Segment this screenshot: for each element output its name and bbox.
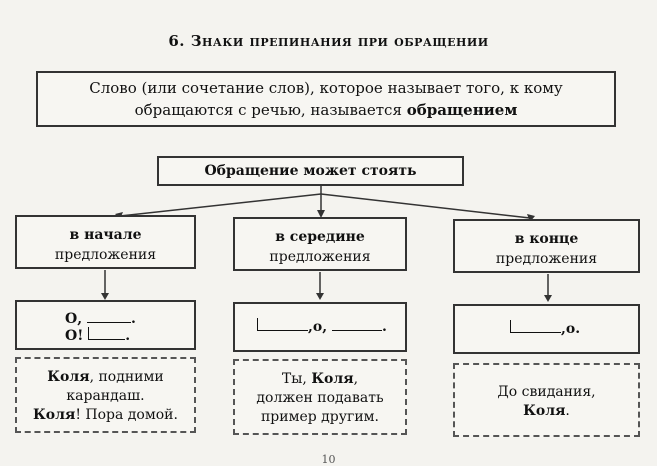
pattern-middle-line: ,о, . — [257, 318, 405, 335]
example-middle-line-1: Ты, Коля, — [235, 370, 405, 389]
example-end-box: До свидания, Коля. — [453, 363, 640, 437]
example-start-box: Коля, подними карандаш. Коля! Пора домой… — [15, 357, 196, 433]
pattern-end-box: ,о. — [453, 304, 640, 354]
definition-line-2: обращаются с речью, называется обращение… — [38, 99, 614, 121]
example-middle-line-3: пример другим. — [260, 409, 380, 425]
blank-corner — [257, 318, 308, 331]
example-name: Коля — [33, 407, 76, 423]
example-text: , — [353, 371, 359, 387]
example-text: Ты, — [281, 371, 312, 387]
position-end-key: в конце — [514, 231, 579, 247]
page-number: 10 — [321, 453, 336, 466]
blank-corner — [88, 327, 126, 340]
pattern-start-line-1: О, . — [65, 310, 194, 327]
example-middle-line-2: должен подавать — [256, 390, 384, 406]
pattern-middle-suffix: . — [381, 319, 387, 335]
example-text: ! Пора домой. — [75, 407, 178, 423]
example-name: Коля — [523, 403, 566, 419]
example-text: . — [565, 403, 570, 419]
position-end-box: в конце предложения — [453, 219, 640, 273]
blank-corner — [510, 320, 561, 333]
definition-box: Слово (или сочетание слов), которое назы… — [36, 71, 616, 127]
pattern-start-line-2: О! . — [65, 327, 194, 344]
position-start-rest: предложения — [54, 247, 157, 263]
pattern-middle-box: ,о, . — [233, 302, 407, 352]
position-start-box: в начале предложения — [15, 215, 196, 269]
example-end-line-1: До свидания, — [497, 384, 596, 400]
example-name: Коля — [311, 371, 354, 387]
example-name: Коля — [47, 369, 90, 385]
example-start-line-1: Коля, подними — [17, 368, 194, 387]
pattern-start-suffix-1: . — [130, 311, 136, 327]
position-middle-box: в середине предложения — [233, 217, 407, 271]
pattern-end-suffix: ,о. — [561, 321, 581, 337]
example-text: , подними — [89, 369, 164, 385]
pattern-start-prefix-1: О, — [65, 311, 83, 327]
blank-line — [331, 318, 382, 331]
pattern-middle-mid: ,о, — [308, 319, 328, 335]
example-end-line-2: Коля. — [455, 402, 638, 421]
position-middle-key: в середине — [275, 229, 365, 245]
pattern-start-prefix-2: О! — [65, 328, 84, 344]
root-box: Обращение может стоять — [157, 156, 464, 186]
blank-line — [86, 310, 131, 323]
pattern-start-box: О, . О! . — [15, 300, 196, 350]
pattern-end-line: ,о. — [510, 320, 638, 337]
example-start-line-3: Коля! Пора домой. — [17, 406, 194, 425]
definition-text: обращаются с речью, называется — [134, 101, 407, 119]
position-end-rest: предложения — [495, 251, 598, 267]
page-title: 6. Знаки препинания при обращении — [168, 32, 489, 50]
definition-term: обращением — [406, 101, 518, 119]
example-middle-box: Ты, Коля, должен подавать пример другим. — [233, 359, 407, 435]
pattern-start-suffix-2: . — [125, 328, 131, 344]
position-middle-rest: предложения — [269, 249, 371, 265]
position-start-key: в начале — [69, 227, 142, 243]
definition-line-1: Слово (или сочетание слов), которое назы… — [89, 79, 563, 97]
example-start-line-2: карандаш. — [66, 388, 145, 404]
